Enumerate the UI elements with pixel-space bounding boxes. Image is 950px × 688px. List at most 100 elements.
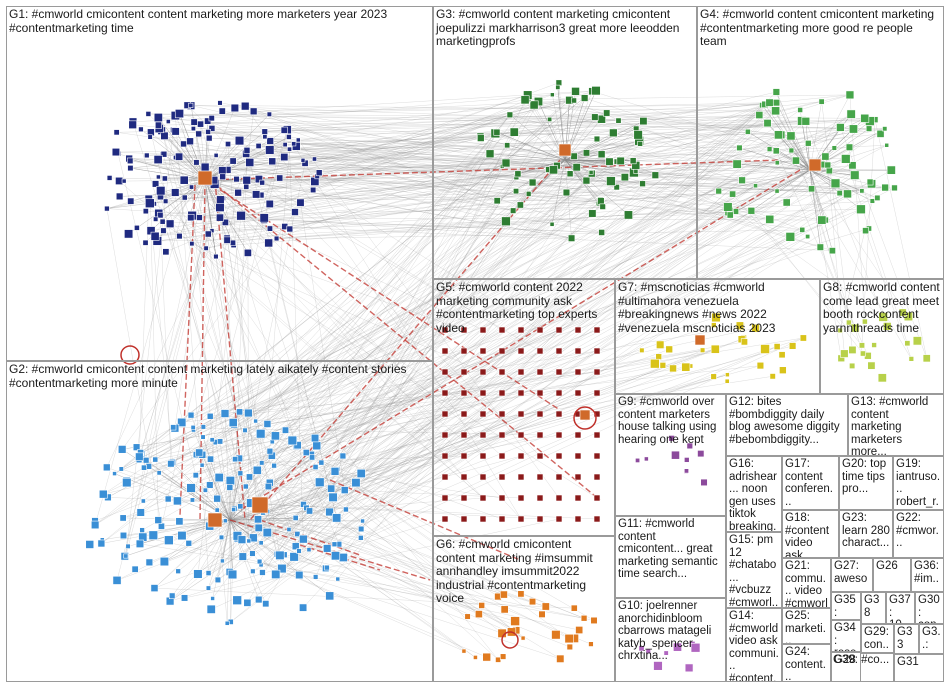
network-edge bbox=[732, 169, 811, 195]
network-edge bbox=[158, 117, 206, 181]
network-node bbox=[226, 484, 234, 491]
network-node bbox=[328, 492, 338, 502]
network-edge bbox=[264, 192, 529, 221]
network-edge bbox=[116, 132, 803, 231]
network-node bbox=[193, 159, 200, 166]
network-node bbox=[591, 113, 599, 121]
network-edge bbox=[319, 132, 498, 483]
network-node bbox=[262, 527, 272, 538]
network-node bbox=[255, 143, 262, 149]
network-edge bbox=[742, 169, 811, 181]
group-label-g9: G9: #cmworld over content marketers hous… bbox=[618, 396, 720, 446]
network-node bbox=[242, 427, 248, 433]
network-edge bbox=[292, 440, 505, 595]
network-edge bbox=[525, 94, 850, 101]
network-edge bbox=[270, 140, 862, 192]
network-node bbox=[97, 539, 106, 548]
network-edge bbox=[246, 150, 577, 168]
network-edge bbox=[258, 455, 522, 529]
group-box-g2: G2: #cmworld cmicontent content marketin… bbox=[6, 361, 433, 682]
group-box-g11: G11: #cmworld content cmicontent... grea… bbox=[615, 516, 726, 598]
network-edge bbox=[222, 110, 491, 155]
network-node bbox=[291, 142, 301, 151]
network-node bbox=[774, 130, 784, 140]
network-node bbox=[280, 126, 288, 134]
network-edge bbox=[204, 179, 217, 257]
network-node bbox=[765, 98, 774, 107]
group-label-g25: G25: marketi... bbox=[785, 610, 826, 644]
network-edge bbox=[178, 102, 770, 572]
network-edge bbox=[809, 169, 821, 248]
network-node bbox=[103, 463, 111, 472]
network-node bbox=[134, 224, 140, 231]
network-node bbox=[318, 459, 325, 466]
group-label-g2: G2: #cmworld cmicontent content marketin… bbox=[9, 362, 410, 390]
network-edge bbox=[158, 136, 481, 178]
network-edge bbox=[268, 486, 522, 499]
network-node bbox=[197, 170, 213, 186]
network-node bbox=[255, 595, 263, 604]
network-node bbox=[252, 190, 261, 199]
network-edge bbox=[190, 105, 854, 130]
network-edge bbox=[216, 128, 885, 156]
network-edge bbox=[191, 173, 592, 244]
network-edge bbox=[130, 167, 206, 181]
network-node bbox=[460, 368, 468, 376]
network-edge bbox=[217, 434, 560, 499]
group-box-g33: G33 bbox=[894, 624, 919, 654]
network-edge bbox=[130, 119, 550, 169]
network-edge bbox=[252, 350, 642, 554]
group-box-g27: G27: aweso... bbox=[831, 558, 873, 592]
network-edge bbox=[229, 519, 326, 569]
network-node bbox=[738, 176, 746, 184]
network-edge bbox=[809, 169, 826, 221]
network-node bbox=[306, 507, 314, 515]
group-box-g21: G21: commu... video #cmworl... bbox=[782, 558, 831, 608]
network-node bbox=[529, 100, 539, 110]
network-edge bbox=[160, 196, 484, 457]
network-edge bbox=[190, 105, 533, 183]
network-node bbox=[555, 431, 563, 439]
network-node bbox=[558, 143, 572, 157]
network-edge bbox=[241, 147, 850, 216]
network-edge bbox=[591, 160, 796, 174]
network-node bbox=[295, 137, 301, 143]
network-node bbox=[217, 438, 224, 445]
network-edge bbox=[264, 164, 823, 219]
network-edge bbox=[191, 243, 484, 373]
group-box-g22: G22: #cmwor... bbox=[893, 510, 944, 558]
network-edge bbox=[327, 548, 476, 658]
network-node bbox=[262, 600, 270, 608]
network-node bbox=[138, 126, 144, 133]
network-edge bbox=[114, 190, 719, 474]
network-node bbox=[213, 253, 219, 260]
group-box-g10: G10: joelrenner anorchidinbloom cbarrows… bbox=[615, 598, 726, 682]
network-edge bbox=[229, 489, 345, 521]
network-edge bbox=[267, 149, 290, 424]
network-node bbox=[817, 215, 827, 225]
network-node bbox=[874, 194, 881, 201]
network-node bbox=[216, 195, 225, 204]
network-node bbox=[699, 347, 706, 353]
network-node bbox=[160, 150, 168, 158]
network-node bbox=[263, 420, 272, 428]
network-edge bbox=[820, 247, 869, 356]
network-node bbox=[574, 473, 582, 481]
network-edge bbox=[103, 140, 640, 495]
network-edge bbox=[179, 113, 514, 211]
network-node bbox=[289, 552, 299, 562]
network-edge bbox=[114, 473, 231, 521]
network-edge bbox=[204, 179, 217, 257]
network-edge bbox=[159, 206, 728, 474]
network-edge bbox=[158, 176, 312, 455]
network-edge bbox=[146, 112, 607, 156]
group-label-g29: G29: con... bbox=[864, 626, 889, 653]
network-edge bbox=[179, 113, 206, 181]
network-edge bbox=[505, 159, 566, 164]
network-node bbox=[236, 408, 244, 416]
network-node bbox=[668, 435, 675, 442]
network-node bbox=[782, 198, 791, 207]
network-node bbox=[710, 344, 720, 354]
network-node bbox=[208, 115, 215, 122]
network-node bbox=[580, 614, 588, 622]
